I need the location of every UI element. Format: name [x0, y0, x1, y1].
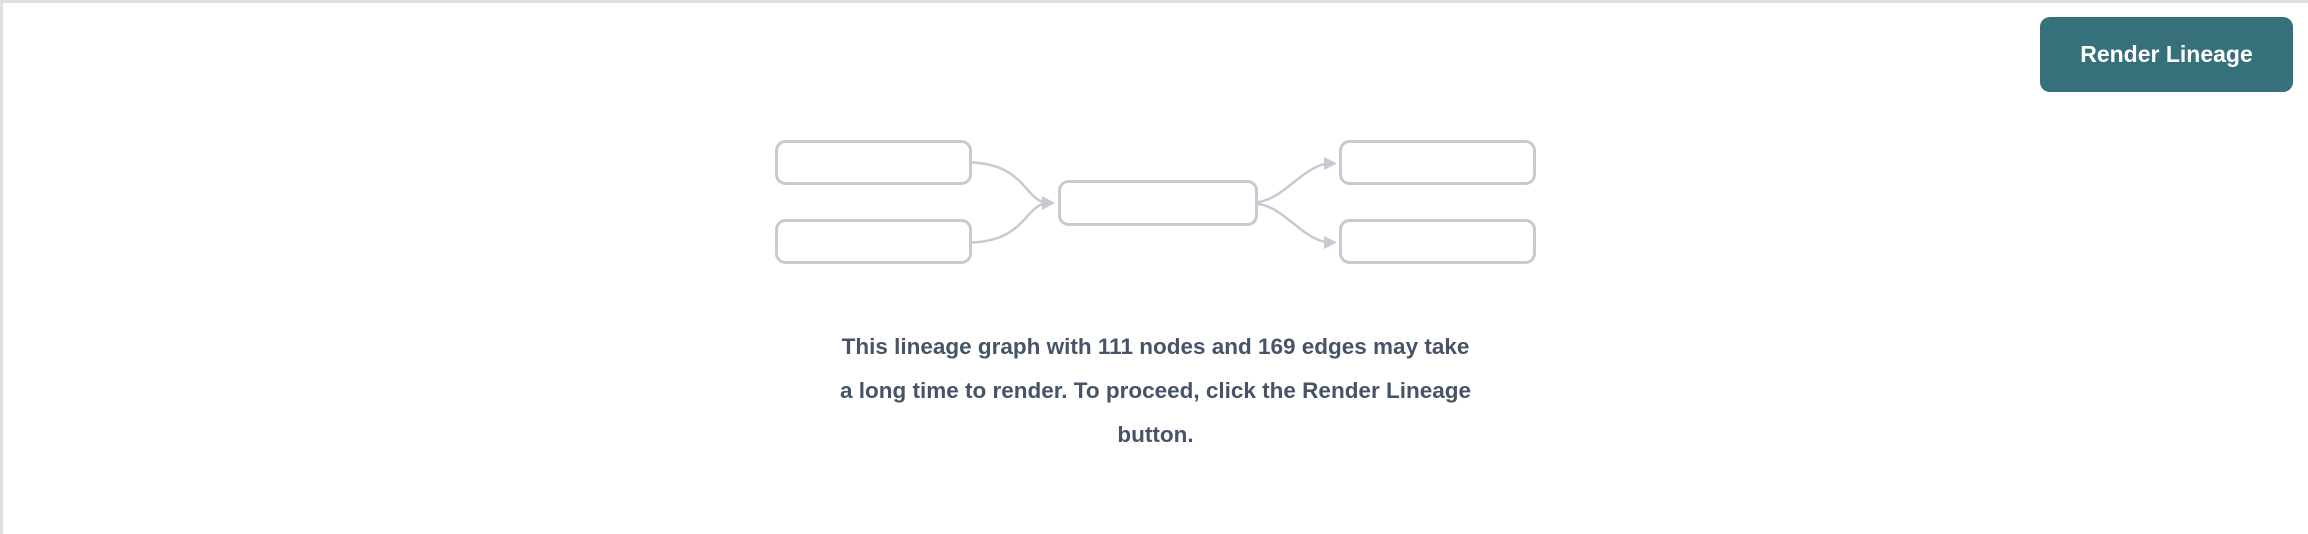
render-lineage-button[interactable]: Render Lineage	[2040, 17, 2293, 92]
lineage-warning-text: This lineage graph with 111 nodes and 16…	[840, 334, 1471, 447]
arrowhead-icon	[1323, 236, 1337, 249]
graph-edge-downstream-top	[1256, 162, 1326, 204]
graph-node-downstream-top	[1338, 140, 1536, 185]
graph-edge-upstream-bottom	[969, 202, 1044, 244]
graph-node-center	[1057, 180, 1258, 226]
graph-edge-upstream-top	[969, 161, 1044, 204]
arrowhead-icon	[1323, 157, 1337, 170]
graph-node-upstream-top	[774, 140, 972, 185]
lineage-graph-placeholder-icon	[774, 140, 1537, 266]
graph-node-downstream-bottom	[1338, 219, 1536, 264]
graph-edge-downstream-bottom	[1256, 202, 1326, 244]
graph-node-upstream-bottom	[774, 219, 972, 264]
lineage-graph-placeholder-svg	[774, 140, 1536, 264]
arrowhead-icon	[1041, 196, 1055, 210]
